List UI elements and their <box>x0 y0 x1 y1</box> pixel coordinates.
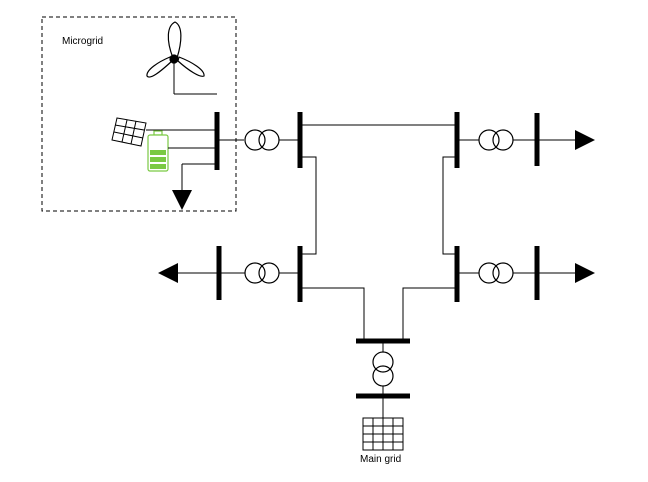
line-tr-to-br <box>442 156 457 255</box>
line-tl-to-bl <box>300 156 317 255</box>
transformer-icon <box>372 351 394 387</box>
load-arrow-icon <box>172 190 192 210</box>
line-bl-to-main <box>300 287 365 341</box>
load-arrow-icon <box>158 263 178 283</box>
main-grid-label: Main grid <box>360 454 402 465</box>
load-arrow-icon <box>575 263 595 283</box>
microgrid-boundary <box>41 16 237 212</box>
load-arrow-icon <box>575 130 595 150</box>
battery-icon <box>147 130 169 172</box>
microgrid-label: Microgrid <box>62 36 104 47</box>
main-grid-icon <box>362 417 404 451</box>
wind-turbine-icon <box>146 21 205 94</box>
transformer-icon <box>478 129 514 151</box>
solar-panel-icon <box>111 117 147 147</box>
transformer-icon <box>244 129 280 151</box>
transformer-icon <box>478 262 514 284</box>
line-br-to-main <box>402 287 457 341</box>
transformer-icon <box>244 262 280 284</box>
